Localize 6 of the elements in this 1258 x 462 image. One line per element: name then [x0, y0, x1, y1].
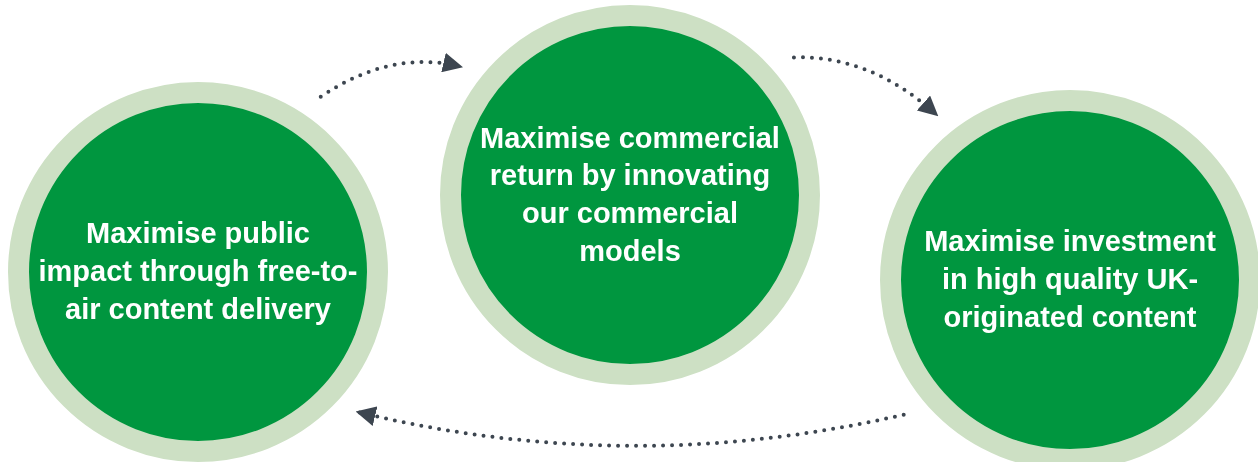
dotted-arrow — [355, 406, 906, 448]
dotted-arrow — [318, 53, 463, 99]
node-label: Maximise public impact through free-to-air content delivery — [38, 216, 358, 327]
dotted-arrow — [791, 55, 939, 117]
node-label: Maximise commercial return by innovating our commercial models — [479, 120, 781, 269]
node-label: Maximise investment in high quality UK-originated content — [923, 224, 1217, 335]
